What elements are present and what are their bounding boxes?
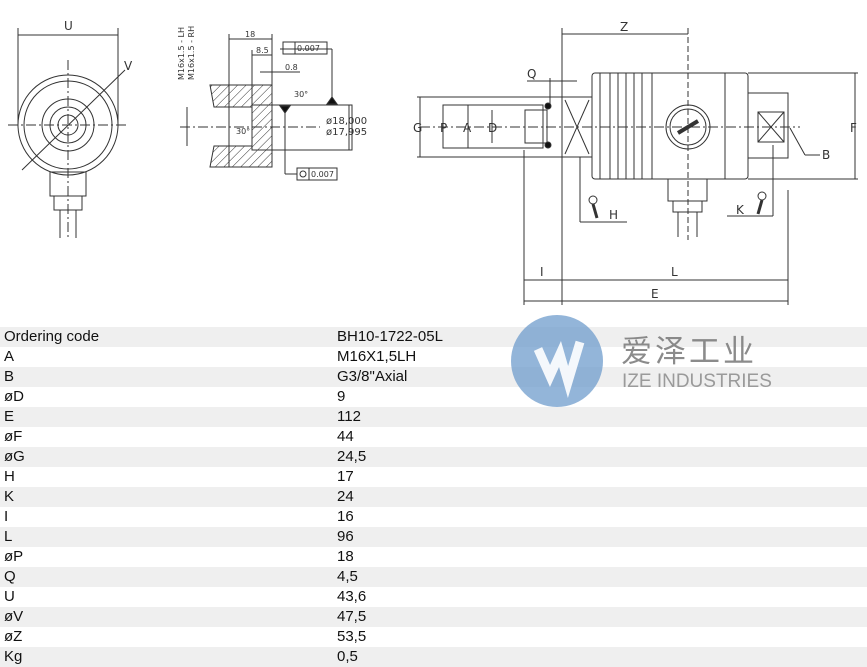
row-label: H	[4, 468, 15, 485]
label-u: U	[64, 19, 73, 33]
table-row: øZ 53,5	[0, 627, 867, 647]
row-value: 18	[337, 548, 354, 565]
table-row: Ordering code BH10-1722-05L	[0, 327, 867, 347]
shaft-detail-view	[180, 34, 353, 181]
angle-top: 30°	[294, 90, 308, 99]
dia-min: ø17,995	[326, 127, 367, 138]
table-row: Q 4,5	[0, 567, 867, 587]
table-row: øG 24,5	[0, 447, 867, 467]
label-b: B	[822, 148, 830, 162]
wrench-icon	[756, 191, 767, 215]
table-row: Kg 0,5	[0, 647, 867, 667]
technical-drawing: U V M16x1.5 - L	[8, 19, 858, 305]
label-z: Z	[620, 20, 628, 34]
table-row: I 16	[0, 507, 867, 527]
row-label: E	[4, 408, 15, 425]
table-row: øD 9	[0, 387, 867, 407]
label-p: P	[440, 121, 447, 135]
row-label: øD	[4, 388, 24, 405]
row-value: 17	[337, 468, 354, 485]
label-l: L	[671, 265, 678, 279]
row-value: 24	[337, 488, 354, 505]
table-row: øF 44	[0, 427, 867, 447]
row-label: øG	[4, 448, 25, 465]
row-label: U	[4, 588, 15, 605]
table-row: øV 47,5	[0, 607, 867, 627]
label-d: D	[488, 121, 497, 135]
table-row: U 43,6	[0, 587, 867, 607]
row-value: 9	[337, 388, 346, 405]
angle-inner: 30°	[236, 127, 250, 136]
table-row: L 96	[0, 527, 867, 547]
row-label: Q	[4, 568, 16, 585]
table-row: K 24	[0, 487, 867, 507]
table-row: øP 18	[0, 547, 867, 567]
row-label: B	[4, 368, 15, 385]
thread-rh-label: M16x1.5 - RH	[187, 26, 196, 80]
dim-8-5: 8.5	[256, 46, 269, 55]
label-h: H	[609, 208, 618, 222]
row-value: 112	[337, 408, 361, 425]
wrench-icon	[588, 195, 599, 219]
row-value: 24,5	[337, 448, 367, 465]
label-f: F	[850, 121, 857, 135]
row-label: Ordering code	[4, 328, 100, 345]
row-value: 0,5	[337, 648, 358, 665]
dim-18: 18	[245, 30, 255, 39]
label-e: E	[651, 287, 659, 301]
label-g: G	[413, 121, 422, 135]
row-value: 47,5	[337, 608, 367, 625]
row-label: øV	[4, 608, 24, 625]
row-label: øF	[4, 428, 23, 445]
dia-max: ø18,000	[326, 116, 367, 127]
row-value: 16	[337, 508, 354, 525]
table-row: B G3/8"Axial	[0, 367, 867, 387]
row-value: M16X1,5LH	[337, 348, 417, 365]
row-value: 53,5	[337, 628, 367, 645]
table-row: E 112	[0, 407, 867, 427]
row-label: øZ	[4, 628, 23, 645]
concentricity-tolerance: 0.007	[311, 170, 334, 179]
thread-lh-label: M16x1.5 - LH	[177, 27, 186, 80]
table-row: H 17	[0, 467, 867, 487]
row-label: L	[4, 528, 13, 545]
label-k: K	[736, 203, 745, 217]
row-value: 44	[337, 428, 354, 445]
dim-0-8: 0.8	[285, 63, 298, 72]
side-view	[417, 28, 858, 305]
row-label: K	[4, 488, 15, 505]
row-value: G3/8"Axial	[337, 368, 408, 385]
front-view	[8, 28, 128, 240]
label-a: A	[463, 121, 472, 135]
row-label: Kg	[4, 648, 23, 665]
label-v: V	[124, 59, 133, 73]
table-row: A M16X1,5LH	[0, 347, 867, 367]
row-value: 96	[337, 528, 354, 545]
row-value: BH10-1722-05L	[337, 328, 443, 345]
specification-table: Ordering code BH10-1722-05L A M16X1,5LH B G3/…	[0, 327, 867, 667]
row-label: A	[4, 348, 15, 365]
label-i: I	[540, 265, 544, 279]
row-label: øP	[4, 548, 24, 565]
label-q: Q	[527, 67, 536, 81]
row-value: 4,5	[337, 568, 358, 585]
runout-tolerance: 0.007	[297, 44, 320, 53]
row-value: 43,6	[337, 588, 367, 605]
row-label: I	[4, 508, 9, 525]
